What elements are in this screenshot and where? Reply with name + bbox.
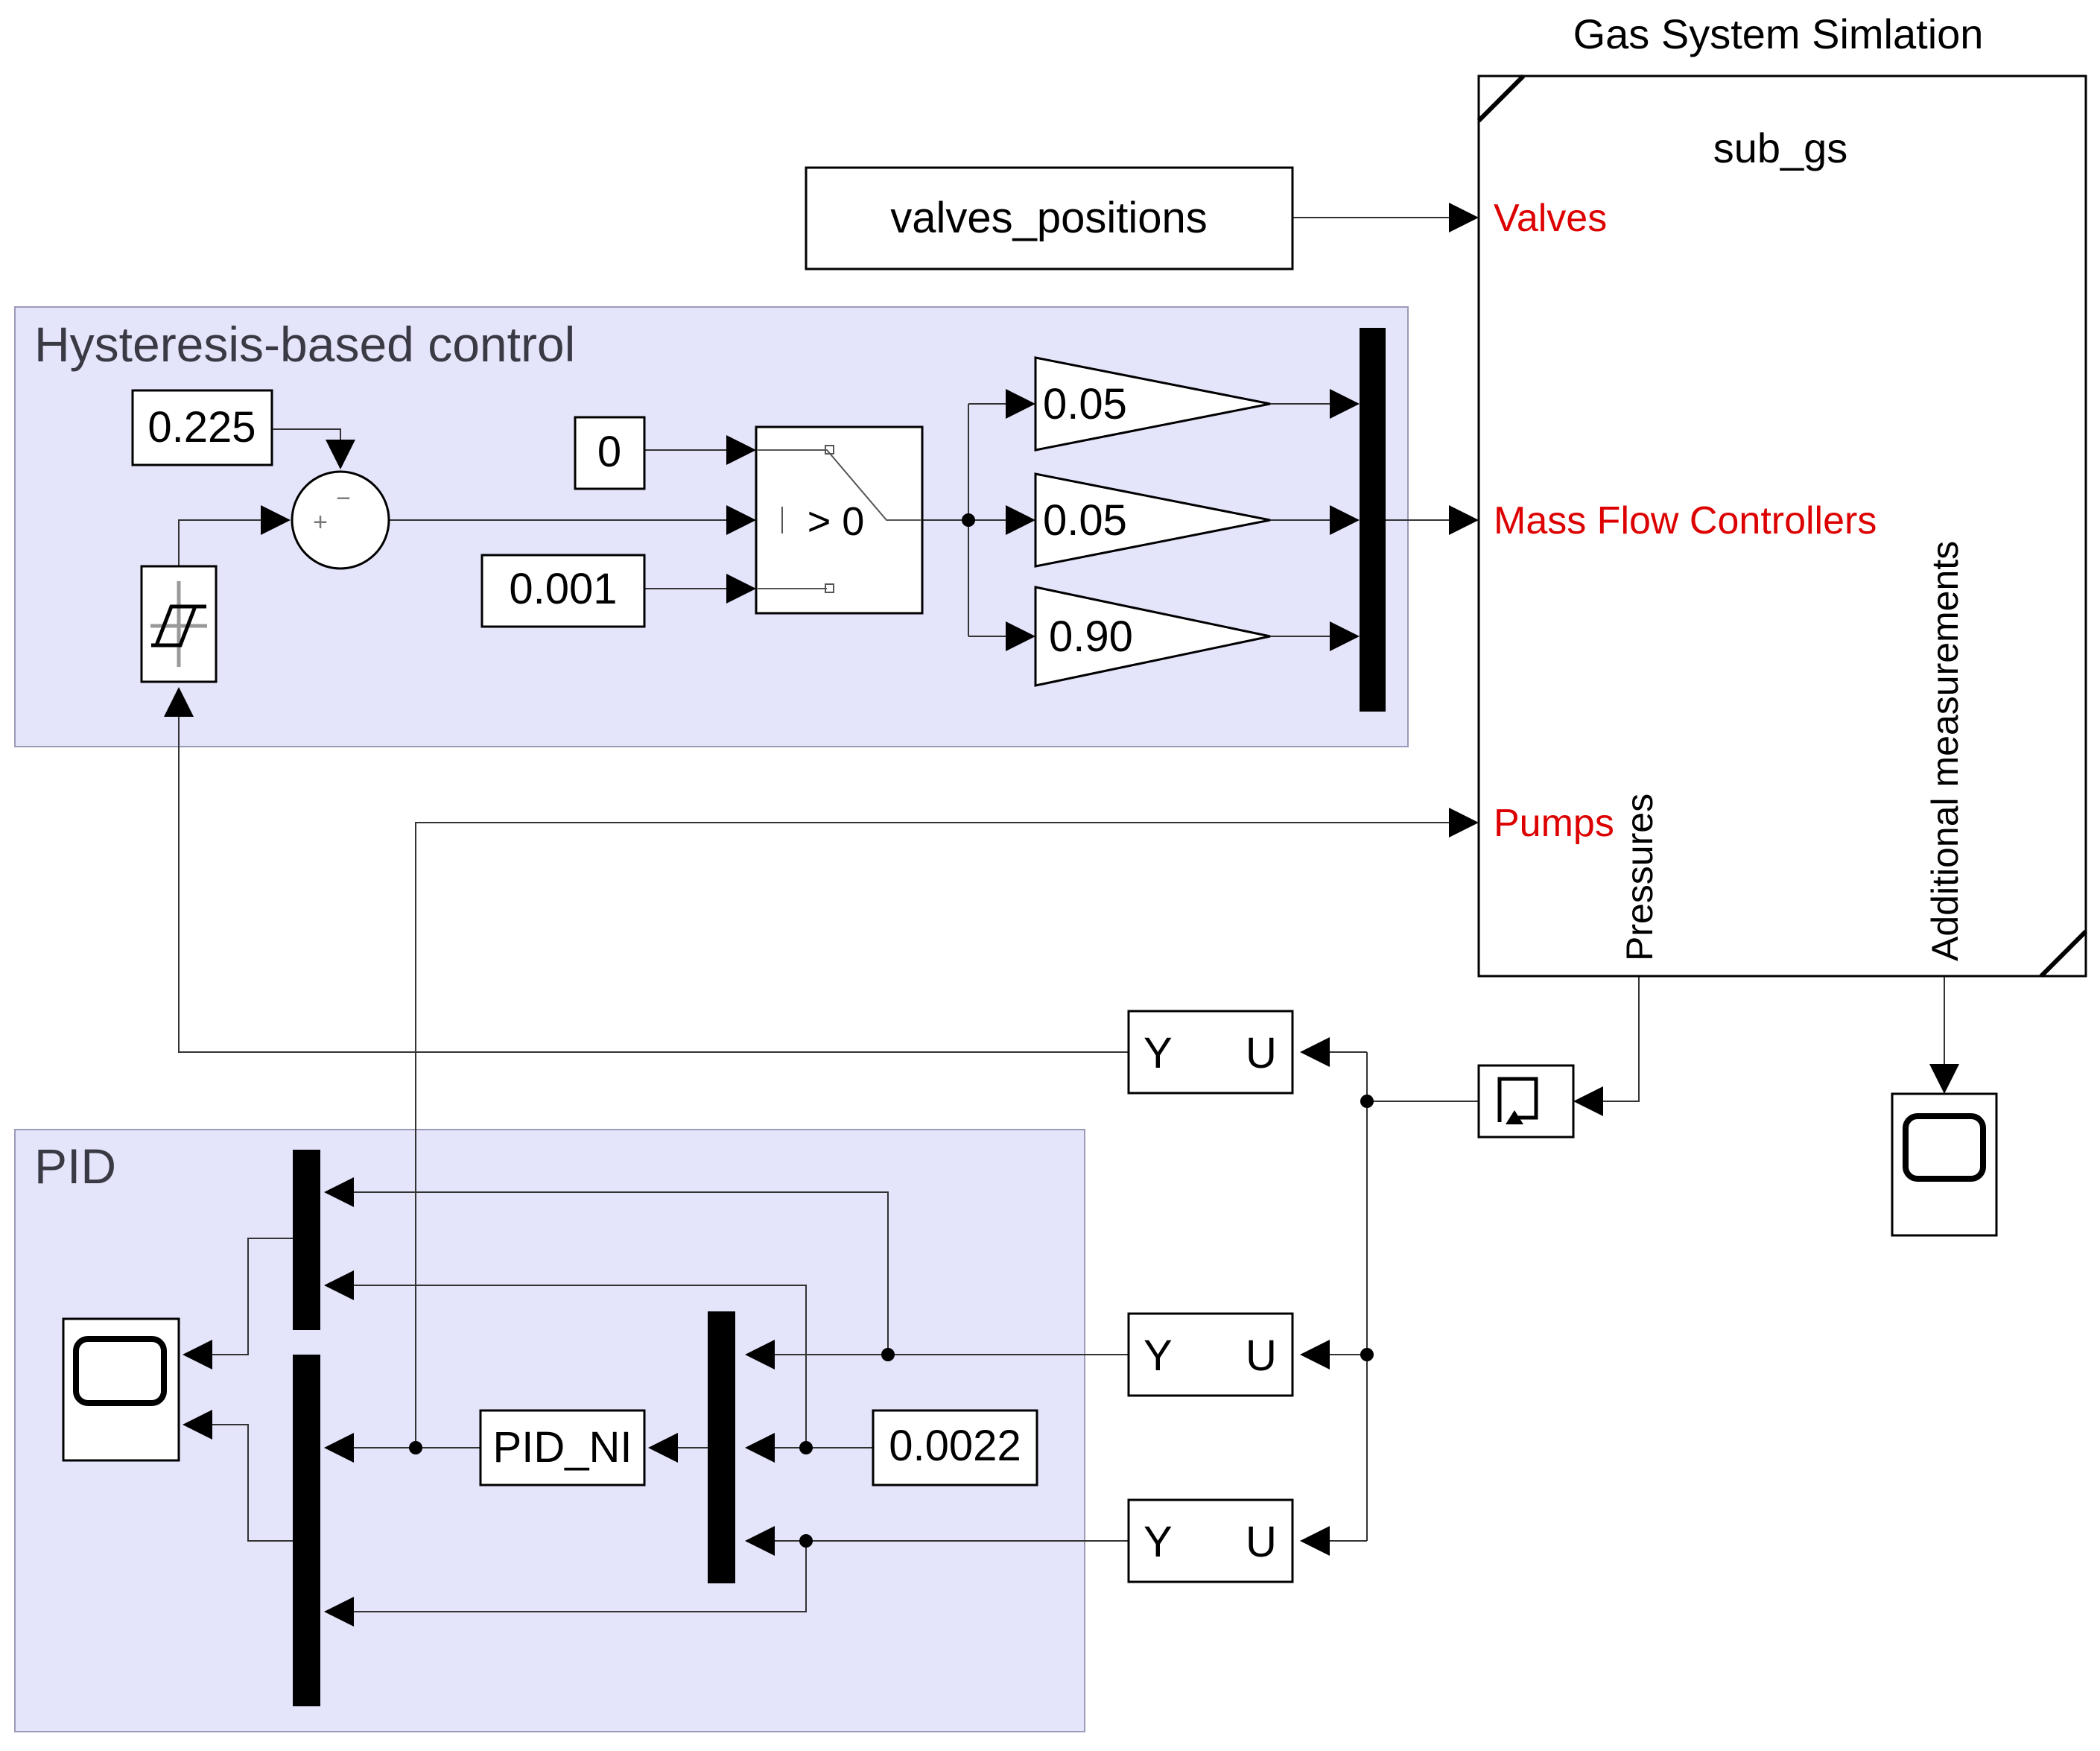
pid-area-title: PID [34,1139,116,1194]
selector-3-y: Y [1143,1518,1173,1566]
selector-1-u: U [1246,1029,1277,1077]
port-valves[interactable]: Valves [1494,197,1607,240]
zero-order-hold-icon [1497,1077,1538,1122]
switch-block[interactable]: > 0 [755,425,924,615]
sum-plus-sign: + [313,508,328,536]
scope-icon [1903,1113,1986,1182]
scope-pid[interactable] [62,1317,180,1462]
signal-lines [178,217,1945,1612]
pid-ni-label: PID_NI [493,1423,632,1472]
selector-3-u: U [1246,1518,1277,1566]
constant-0-0022[interactable]: 0.0022 [872,1409,1038,1486]
mux-bus-lower[interactable] [293,1355,320,1706]
pid-ni-block[interactable]: PID_NI [479,1409,646,1486]
constant-0-001-label: 0.001 [509,565,617,613]
gain-3-label: 0.90 [1049,612,1133,661]
sum-block[interactable]: + − [291,470,390,570]
selector-2[interactable]: Y U [1127,1312,1294,1397]
relay-hysteresis-icon [150,581,207,667]
selector-2-u: U [1246,1332,1277,1380]
subsystem-name: sub_gs [1713,124,1848,171]
junction-dots [409,513,1374,1548]
selector-2-y: Y [1143,1332,1173,1380]
selector-1[interactable]: Y U [1127,1010,1294,1095]
mux-bus-upper[interactable] [293,1150,320,1330]
constant-0[interactable]: 0 [574,416,646,490]
constant-0-225-label: 0.225 [147,403,256,452]
scope-measurements[interactable] [1891,1092,1998,1237]
constant-0-001[interactable]: 0.001 [480,554,646,628]
constant-0-225[interactable]: 0.225 [131,389,273,466]
gain-1-label: 0.05 [1043,380,1127,428]
constant-0-0022-label: 0.0022 [889,1422,1021,1470]
gain-1[interactable]: 0.05 [1034,356,1271,452]
port-pressures[interactable]: Pressures [1619,794,1660,961]
switch-criterion-label: > 0 [808,499,865,544]
selector-1-y: Y [1143,1029,1173,1077]
relay-hysteresis-block[interactable] [140,565,218,683]
scope-icon [73,1336,167,1406]
subsystem-title: Gas System Simlation [1573,10,1984,57]
switch-icon [758,445,921,593]
mux-bus-hysteresis[interactable] [1360,328,1386,712]
mux-bus-pid-input[interactable] [708,1311,735,1583]
gas-system-subsystem[interactable]: Gas System Simlation sub_gs Valves Mass … [1476,10,2088,978]
valves-positions-label: valves_positions [890,194,1208,242]
constant-0-label: 0 [597,428,621,476]
selector-3[interactable]: Y U [1127,1498,1294,1583]
hysteresis-area-title: Hysteresis-based control [34,317,575,372]
gain-2[interactable]: 0.05 [1034,472,1271,568]
arrowheads [164,203,1959,1627]
zero-order-hold-block[interactable] [1477,1064,1575,1139]
sum-minus-sign: − [336,484,351,513]
port-additional-measurements[interactable]: Additional measurements [1924,541,1966,961]
port-pumps[interactable]: Pumps [1494,802,1614,845]
gain-2-label: 0.05 [1043,496,1127,545]
port-mass-flow-controllers[interactable]: Mass Flow Controllers [1494,499,1877,542]
valves-positions-block[interactable]: valves_positions [805,166,1294,270]
gain-3[interactable]: 0.90 [1034,586,1271,687]
